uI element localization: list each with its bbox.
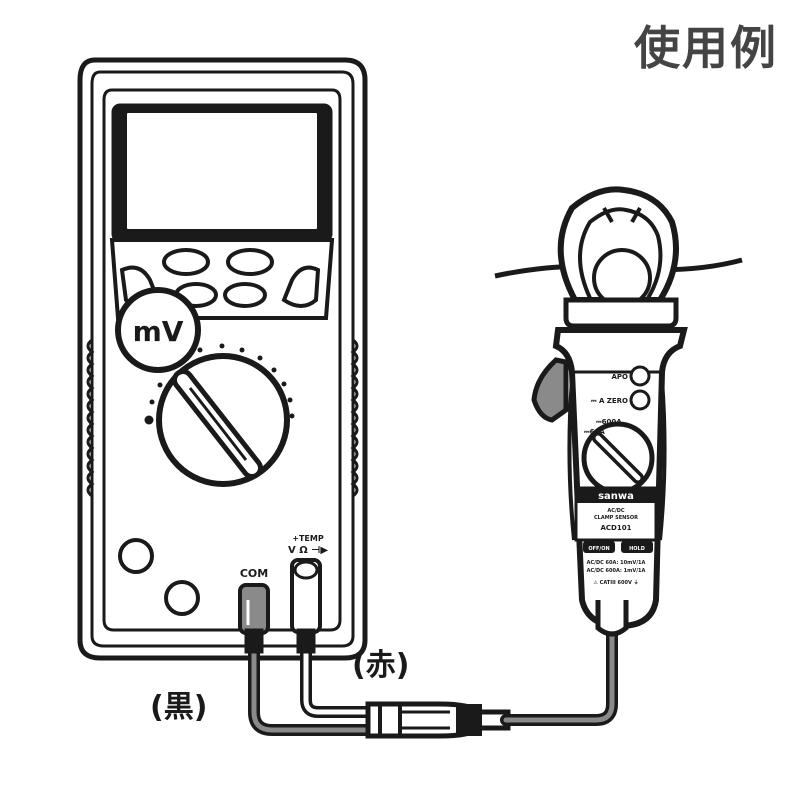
input-jack-ma[interactable] [164, 580, 200, 616]
function-button-2[interactable] [226, 248, 274, 276]
function-button-1[interactable] [162, 248, 210, 276]
jaw-release-trigger[interactable] [531, 357, 569, 423]
clamp-model-label: ACD101 [601, 524, 632, 532]
clamp-collar [563, 297, 679, 329]
multimeter-left-grip [86, 338, 95, 498]
lead-connector [365, 701, 511, 739]
red-probe-plug[interactable] [290, 558, 322, 654]
clamp-zero-label: ⎓ A ZERO [591, 397, 628, 405]
digital-multimeter: mV COM +TEMP V Ω ⊣▶ [77, 57, 368, 661]
multimeter-body-panel [102, 88, 342, 632]
diagram-title: 使用例 [634, 21, 778, 75]
clamp-spec-line1: AC/DC 60A: 10mV/1A [587, 560, 646, 566]
mv-range-badge [115, 287, 201, 373]
black-lead-label: (黒) [150, 690, 208, 725]
clamp-off-on-label: OFF/ON [588, 546, 609, 552]
clamp-brand-label: sanwa [598, 491, 634, 502]
clamp-range-switch[interactable] [581, 421, 655, 495]
rotary-range-switch[interactable] [156, 353, 290, 487]
clamp-output-cable [500, 614, 618, 726]
temp-jack-label: +TEMP [292, 534, 324, 543]
volt-jack-label: V Ω ⊣▶ [288, 545, 328, 556]
multimeter-right-grip [350, 338, 359, 498]
red-lead-label: (赤) [352, 648, 410, 683]
mv-range-label: mV [133, 315, 184, 348]
multimeter-holster-inner-line [90, 70, 355, 648]
apo-button[interactable] [629, 365, 651, 387]
zero-button[interactable] [629, 389, 651, 411]
clamp-range-high-label: ⎓600A [596, 418, 622, 426]
clamp-sensor [531, 186, 688, 637]
off-on-button[interactable] [583, 541, 615, 553]
dial-position-dots [144, 343, 295, 425]
input-jack-a[interactable] [118, 538, 154, 574]
clamp-range-low-label: ⎓60A [584, 428, 605, 436]
clamp-hold-label: HOLD [629, 546, 645, 552]
test-leads [248, 642, 376, 736]
clamp-type-line1: AC/DC [607, 508, 625, 514]
function-button-4[interactable] [223, 282, 267, 308]
clamp-cat-rating: ⚠ CATIII 600V ⏚ [593, 579, 638, 586]
right-side-button[interactable] [281, 265, 321, 308]
com-jack-label: COM [240, 567, 268, 580]
black-probe-plug[interactable] [238, 583, 270, 654]
hold-button[interactable] [621, 541, 653, 553]
lcd-screen [125, 111, 319, 231]
clamp-apo-label: APO [612, 373, 629, 381]
clamp-spec-line2: AC/DC 600A: 1mV/1A [587, 568, 646, 574]
clamp-type-line2: CLAMP SENSOR [594, 515, 638, 521]
